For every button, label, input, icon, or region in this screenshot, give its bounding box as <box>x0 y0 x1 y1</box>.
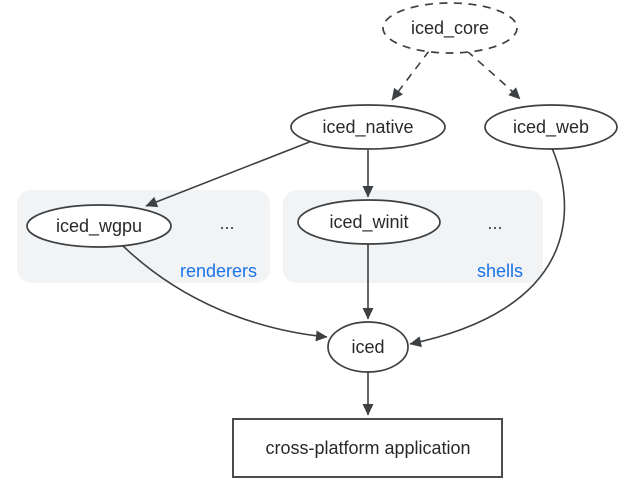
node-iced-core: iced_core <box>382 2 518 54</box>
node-iced-native-label: iced_native <box>322 117 413 138</box>
shells-ellipsis: ... <box>487 213 502 233</box>
edge-iced-web-to-iced <box>409 147 566 348</box>
node-application: cross-platform application <box>232 418 503 478</box>
node-iced: iced <box>327 321 409 373</box>
node-iced-core-label: iced_core <box>411 18 489 39</box>
node-iced-label: iced <box>351 337 384 357</box>
node-iced-winit: iced_winit <box>297 199 441 245</box>
renderers-group-label: renderers <box>180 261 257 281</box>
node-iced-web: iced_web <box>484 104 618 150</box>
node-iced-wgpu-label: iced_wgpu <box>56 216 142 237</box>
renderers-ellipsis: ... <box>219 213 234 233</box>
edge-iced-wgpu-to-iced <box>119 242 328 342</box>
node-iced-native: iced_native <box>290 104 446 150</box>
node-application-label: cross-platform application <box>265 438 470 458</box>
node-iced-web-label: iced_web <box>513 117 589 138</box>
shells-group-label: shells <box>477 261 523 281</box>
edge-iced-core-to-iced-native <box>391 50 430 101</box>
edge-iced-native-to-iced-wgpu <box>145 140 313 208</box>
edge-iced-core-to-iced-web <box>466 50 521 100</box>
node-iced-wgpu: iced_wgpu <box>26 204 172 248</box>
node-iced-winit-label: iced_winit <box>329 212 408 233</box>
